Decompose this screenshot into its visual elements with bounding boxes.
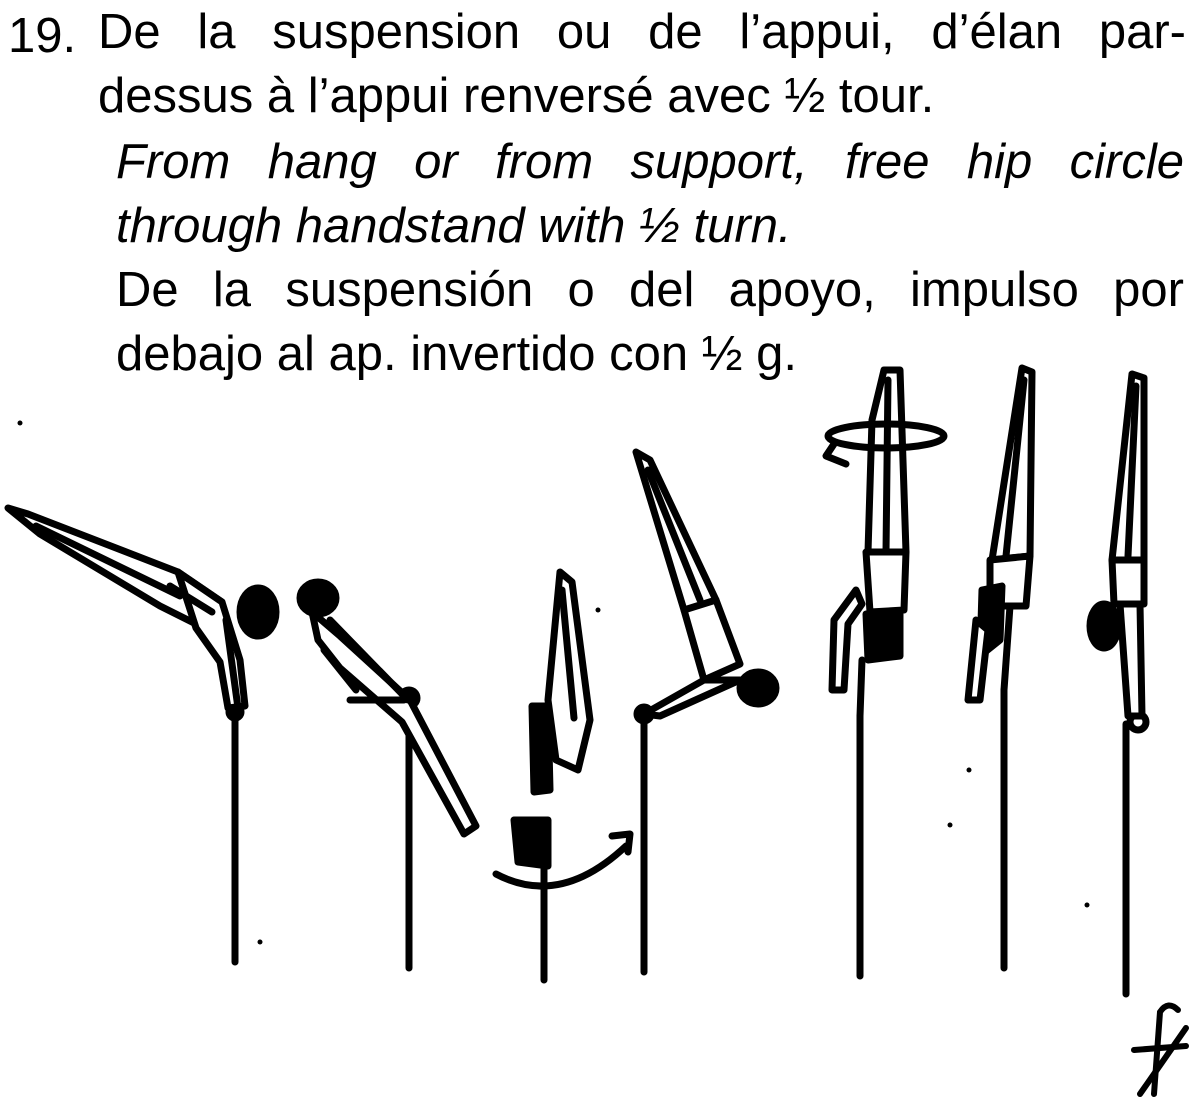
speck-dots bbox=[17, 420, 1090, 945]
spanish-line-2: debajo al ap. invertido con ½ g. bbox=[116, 327, 798, 381]
gymnast-figure-7 bbox=[1086, 370, 1150, 998]
french-line-2: dessus à l’appui renversé avec ½ tour. bbox=[98, 69, 935, 123]
english-line-2: through handstand with ½ turn. bbox=[116, 199, 792, 253]
gymnast-figure-5 bbox=[822, 366, 948, 980]
english-line-1: From hang or from support, free hip circ… bbox=[116, 135, 1184, 189]
gymnast-figure-3 bbox=[492, 568, 634, 984]
spanish-line-1: De la suspensión o del apoyo, impulso po… bbox=[116, 263, 1184, 317]
gymnast-figure-4 bbox=[632, 448, 780, 976]
f-difficulty-symbol bbox=[1131, 1002, 1189, 1097]
element-number: 19. bbox=[8, 9, 77, 63]
french-line-1: De la suspension ou de l’appui, d’élan p… bbox=[98, 5, 1186, 59]
gymnast-figure-1 bbox=[4, 504, 280, 966]
gymnast-figure-6 bbox=[964, 364, 1036, 972]
gymnast-figure-2 bbox=[296, 578, 480, 972]
